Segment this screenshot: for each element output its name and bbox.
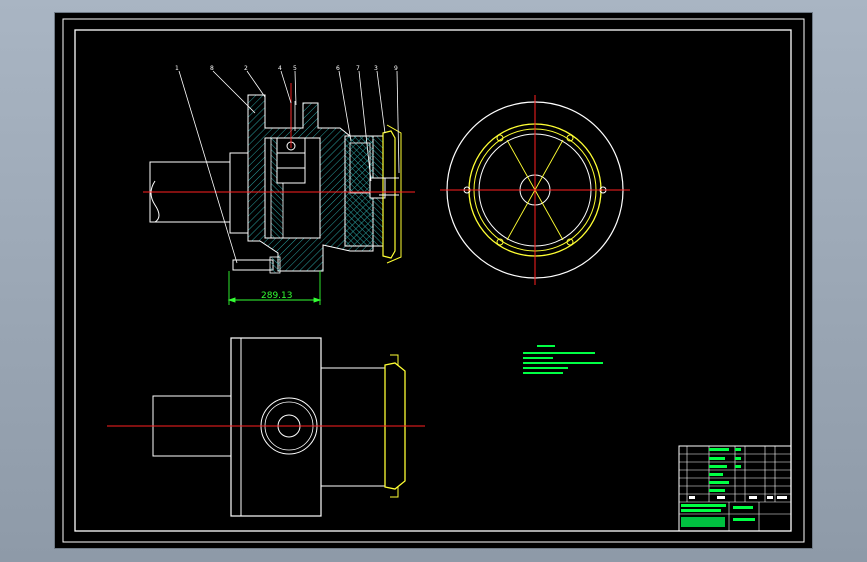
drawing-sheet: 1 8 2 4 5 6 7 3 9 289.13	[55, 13, 812, 548]
dimension-line	[227, 271, 322, 305]
shaft-step	[229, 152, 249, 234]
section-view: 1 8 2 4 5 6 7 3 9 289.13	[143, 65, 415, 305]
flange	[382, 130, 396, 259]
cad-drawing: 1 8 2 4 5 6 7 3 9 289.13	[62, 18, 805, 543]
inner-frame	[74, 29, 792, 532]
technical-notes	[523, 345, 603, 374]
end-view	[440, 95, 630, 285]
balloon-label: 7	[356, 65, 360, 72]
front-view	[107, 337, 425, 517]
title-block	[678, 445, 792, 532]
outer-frame	[62, 18, 805, 543]
balloon-label: 3	[374, 65, 378, 72]
balloon-label: 5	[293, 65, 297, 72]
balloon-label: 2	[244, 65, 248, 72]
balloon-label: 9	[394, 65, 398, 72]
dimension-text: 289.13	[261, 291, 293, 301]
balloon-label: 8	[210, 65, 214, 72]
balloon-label: 4	[278, 65, 282, 72]
bolt	[232, 259, 274, 271]
front-body	[230, 337, 322, 517]
front-flange	[384, 362, 406, 490]
balloon-label: 1	[175, 65, 179, 72]
balloon-label: 6	[336, 65, 340, 72]
